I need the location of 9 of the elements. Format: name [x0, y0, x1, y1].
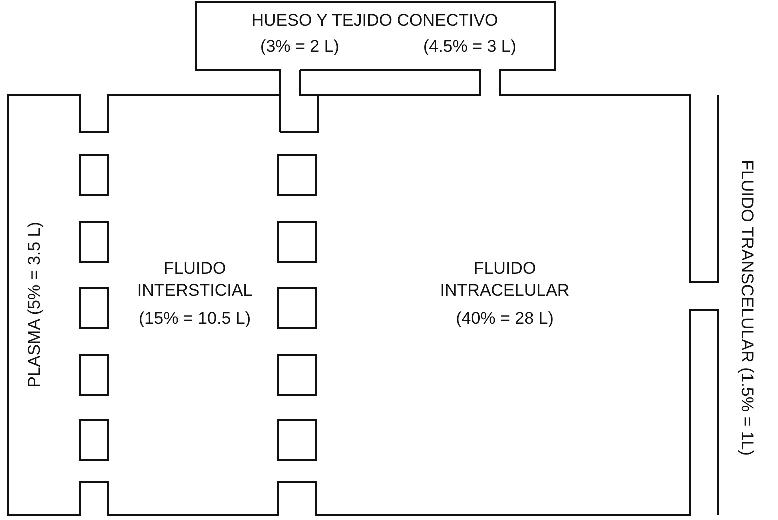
volume-label: (3% = 2 L)	[260, 36, 340, 58]
compartment-label: FLUIDO INTRACELULAR	[439, 258, 571, 302]
volume-label: (4.5% = 3 L)	[422, 36, 518, 58]
compartment-label: PLASMA (5% = 3.5 L)	[24, 222, 45, 388]
compartment-label: FLUIDO TRANSCELULAR (1.5% = 1L)	[737, 160, 758, 456]
volume-label: (15% = 10.5 L)	[138, 308, 252, 330]
compartment-label: FLUIDO INTERSTICIAL	[136, 258, 254, 302]
volume-label: (40% = 28 L)	[455, 308, 555, 330]
compartment-label: HUESO Y TEJIDO CONECTIVO	[250, 10, 500, 32]
